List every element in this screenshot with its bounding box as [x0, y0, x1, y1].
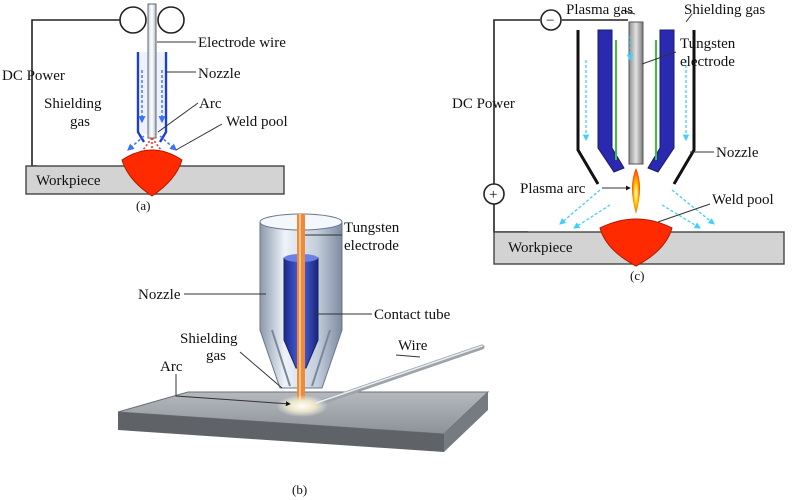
leader-c-plasma-gas [621, 9, 636, 15]
panel-c-plasma-nozzle [597, 29, 675, 173]
panel-c-weld-pool [599, 218, 673, 267]
leader-b-arc [175, 374, 291, 407]
label-b-tungsten-1: Tungsten [344, 220, 400, 236]
label-b-nozzle: Nozzle [138, 287, 181, 303]
label-a-nozzle: Nozzle [198, 66, 241, 82]
panel-c: − + [452, 2, 785, 283]
leader-b-shielding-gas [239, 351, 283, 389]
label-a-shielding-gas-1: Shielding [44, 96, 102, 112]
label-b-tungsten-2: electrode [344, 238, 399, 254]
panel-c-tungsten-electrode [628, 21, 644, 165]
minus-terminal-symbol: − [546, 13, 554, 29]
label-c-nozzle: Nozzle [716, 145, 759, 161]
label-b-arc: Arc [160, 359, 183, 375]
leader-c-tungsten [641, 51, 677, 65]
label-c-shielding-gas: Shielding gas [684, 2, 765, 18]
leader-a-weld-pool [175, 123, 223, 151]
label-c-dc-power: DC Power [452, 96, 515, 112]
panel-a-electrode-wire [147, 3, 157, 139]
panel-c-plasma-arc [632, 168, 640, 214]
label-c-plasma-arc: Plasma arc [520, 181, 586, 197]
label-a-weld-pool: Weld pool [226, 114, 288, 130]
panel-c-gas-flow [559, 36, 715, 229]
leader-c-weld-pool [657, 203, 711, 223]
panel-b-filler-wire [313, 344, 485, 407]
label-a-electrode-wire: Electrode wire [198, 35, 286, 51]
caption-b: (b) [292, 482, 307, 497]
label-b-shielding-gas-2: gas [206, 348, 226, 364]
leader-b-wire [395, 354, 421, 358]
caption-c: (c) [630, 268, 644, 283]
plus-terminal-symbol: + [489, 187, 497, 203]
minus-terminal-icon [540, 9, 562, 31]
label-c-plasma-gas: Plasma gas [566, 2, 633, 18]
panel-a-circuit-wire [31, 19, 122, 167]
caption-a: (a) [136, 198, 150, 213]
label-a-workpiece: Workpiece [36, 173, 101, 189]
leader-a-arc [157, 102, 199, 133]
label-c-weld-pool: Weld pool [712, 192, 774, 208]
panel-b: Tungsten electrode Nozzle Contact tube S… [117, 213, 490, 497]
feed-roller-right-icon [157, 6, 185, 34]
label-a-shielding-gas-2: gas [70, 114, 90, 130]
plus-terminal-icon [483, 183, 505, 205]
label-c-tungsten-1: Tungsten [680, 36, 736, 52]
label-a-arc: Arc [199, 96, 222, 112]
label-c-tungsten-2: electrode [680, 54, 735, 70]
panel-b-arc-glow [276, 395, 328, 417]
label-a-dc-power: DC Power [2, 68, 65, 84]
panel-a-shielding-flow [127, 70, 177, 151]
panel-c-shielding-nozzle [576, 30, 696, 185]
label-b-shielding-gas-1: Shielding [180, 331, 238, 347]
label-b-wire: Wire [398, 338, 428, 354]
feed-roller-left-icon [119, 6, 147, 34]
label-c-workpiece: Workpiece [508, 240, 573, 256]
label-b-contact-tube: Contact tube [374, 307, 451, 323]
panel-a-weld-pool [121, 149, 183, 197]
panel-a: Electrode wire Nozzle DC Power Shielding… [2, 3, 288, 213]
leader-c-shielding-gas [685, 13, 693, 23]
